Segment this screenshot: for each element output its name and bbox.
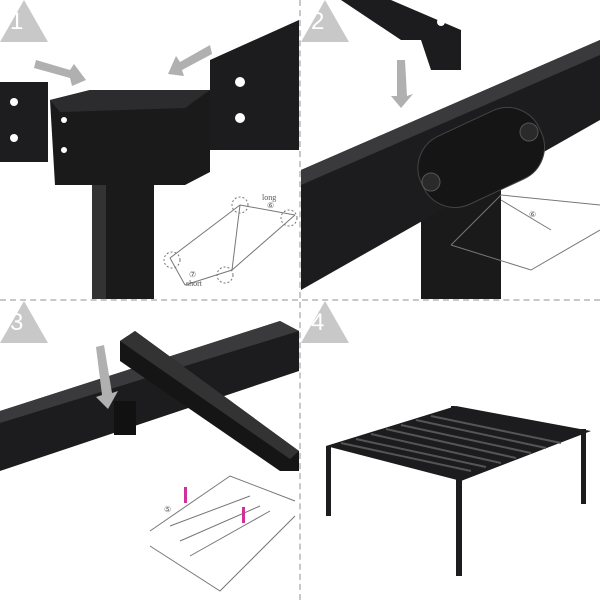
part-number: ⑤: [164, 505, 172, 514]
step-badge: 4: [301, 301, 349, 343]
short-rail-number: ⑦: [189, 270, 197, 279]
step-badge: 3: [0, 301, 48, 343]
step-badge: 1: [0, 0, 48, 42]
step-2-panel: 2 ⑥: [301, 0, 600, 299]
center-rail-illustration: [301, 0, 600, 299]
step-number: 2: [311, 8, 325, 35]
long-rail-label: long: [262, 193, 277, 202]
slat-illustration: [0, 321, 299, 592]
step-4-panel: 4: [301, 301, 600, 600]
step-number: 3: [10, 309, 24, 336]
step-badge: 2: [301, 0, 349, 42]
corner-bracket-illustration: [0, 20, 299, 299]
step-3-panel: 3 ⑤: [0, 301, 299, 600]
assembled-bed-frame: [326, 406, 591, 576]
step-1-panel: 1 long ⑥ ⑦ short: [0, 0, 299, 299]
step-number: 4: [311, 309, 325, 336]
step-number: 1: [10, 8, 24, 35]
long-rail-number: ⑥: [267, 201, 275, 210]
part-number: ⑥: [529, 210, 537, 219]
horizontal-divider: [0, 299, 600, 301]
short-rail-label: short: [186, 279, 202, 288]
